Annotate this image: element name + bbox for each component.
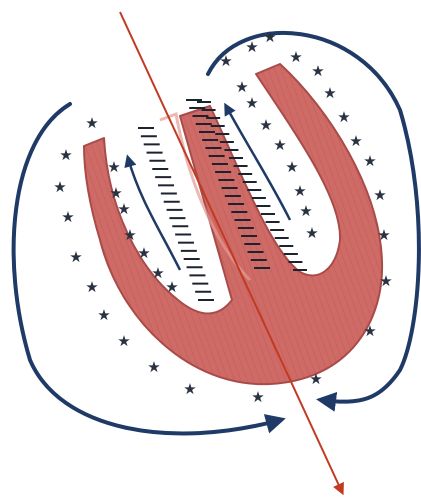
charge-star: ★	[323, 84, 336, 102]
charge-star: ★	[305, 224, 318, 242]
charge-star: ★	[373, 186, 386, 204]
charge-star: ★	[97, 306, 110, 324]
charge-star: ★	[289, 48, 302, 66]
charge-star: ★	[299, 202, 312, 220]
axis-arrow	[120, 12, 342, 492]
charge-star: ★	[123, 226, 136, 244]
charge-star: ★	[245, 38, 258, 56]
charge-star: ★	[183, 380, 196, 398]
charge-star: ★	[85, 278, 98, 296]
charge-star: ★	[273, 136, 286, 154]
charge-star: ★	[311, 62, 324, 80]
charge-star: ★	[379, 272, 392, 290]
charge-star: ★	[61, 208, 74, 226]
charge-star: ★	[337, 108, 350, 126]
charge-star: ★	[309, 370, 322, 388]
charge-star: ★	[363, 322, 376, 340]
charge-star: ★	[117, 200, 130, 218]
charge-star: ★	[377, 226, 390, 244]
charge-star: ★	[137, 244, 150, 262]
charge-star: ★	[59, 146, 72, 164]
charge-star: ★	[53, 178, 66, 196]
charge-star: ★	[363, 152, 376, 170]
charge-star: ★	[107, 158, 120, 176]
charge-star: ★	[219, 52, 232, 70]
charge-star: ★	[151, 264, 164, 282]
charge-star: ★	[69, 248, 82, 266]
charge-star: ★	[285, 158, 298, 176]
charge-star: ★	[259, 116, 272, 134]
charge-star: ★	[245, 94, 258, 112]
charge-star: ★	[293, 182, 306, 200]
charge-star: ★	[147, 358, 160, 376]
charge-star: ★	[117, 332, 130, 350]
charge-star: ★	[251, 388, 264, 406]
charge-star: ★	[263, 28, 276, 46]
charge-star: ★	[165, 278, 178, 296]
charge-star: ★	[349, 132, 362, 150]
charge-star: ★	[85, 114, 98, 132]
